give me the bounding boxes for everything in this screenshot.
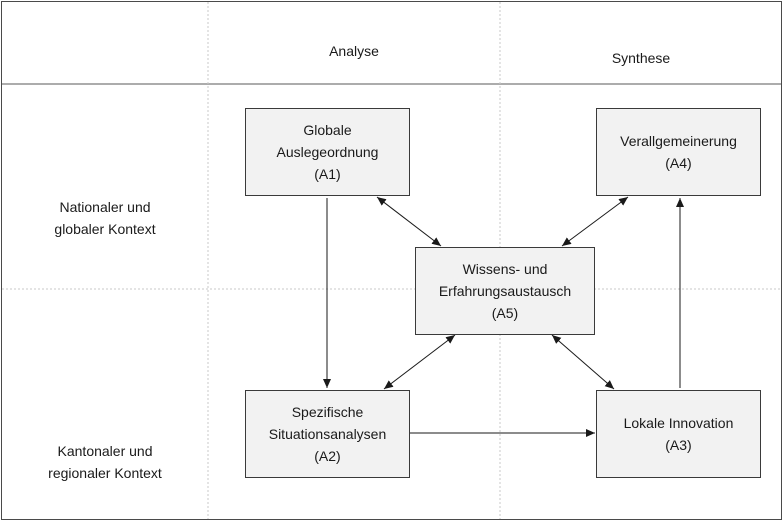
row-label-national-line-1: Nationaler und — [59, 199, 151, 215]
row-label-regional: Kantonaler und regionaler Kontext — [2, 440, 208, 484]
row-label-regional-line-1: Kantonaler und — [57, 443, 153, 459]
node-a1-line-1: Globale — [303, 122, 352, 138]
row-label-regional-line-2: regionaler Kontext — [48, 465, 162, 481]
node-a4-line-2: (A4) — [665, 155, 692, 171]
node-a5-line-3: (A5) — [491, 305, 519, 321]
column-header-analyse: Analyse — [208, 40, 500, 62]
node-a2-line-2: Situationsanalysen — [268, 426, 387, 442]
node-a2-spezifische-situationsanalysen: Spezifische Situationsanalysen (A2) — [245, 390, 410, 478]
arrow-a2-a5 — [383, 334, 456, 390]
node-a3-line-1: Lokale Innovation — [623, 415, 734, 431]
node-a5-line-1: Wissens- und — [462, 261, 548, 277]
node-a1-line-2: Auslegeordnung — [276, 144, 379, 160]
arrow-a3-a5 — [551, 334, 615, 390]
arrow-a4-a5 — [561, 196, 629, 247]
node-a3-lokale-innovation: Lokale Innovation (A3) — [596, 390, 761, 478]
node-a3-line-2: (A3) — [665, 437, 692, 453]
row-label-national: Nationaler und globaler Kontext — [2, 196, 208, 240]
arrow-a1-a5 — [376, 196, 442, 247]
row-label-national-line-2: globaler Kontext — [54, 221, 156, 237]
node-a2-line-3: (A2) — [314, 448, 341, 464]
column-header-synthese-text: Synthese — [611, 50, 671, 66]
node-a4-verallgemeinerung: Verallgemeinerung (A4) — [596, 108, 761, 196]
node-a5-wissens-erfahrungsaustausch: Wissens- und Erfahrungsaustausch (A5) — [415, 247, 595, 335]
node-a2-line-1: Spezifische — [291, 404, 364, 420]
column-header-analyse-text: Analyse — [329, 43, 379, 59]
node-a4-line-1: Verallgemeinerung — [620, 133, 737, 149]
node-a1-globale-auslegeordnung: Globale Auslegeordnung (A1) — [245, 108, 410, 196]
column-header-synthese: Synthese — [500, 47, 782, 69]
node-a1-line-3: (A1) — [314, 166, 341, 182]
node-a5-line-2: Erfahrungsaustausch — [438, 283, 572, 299]
